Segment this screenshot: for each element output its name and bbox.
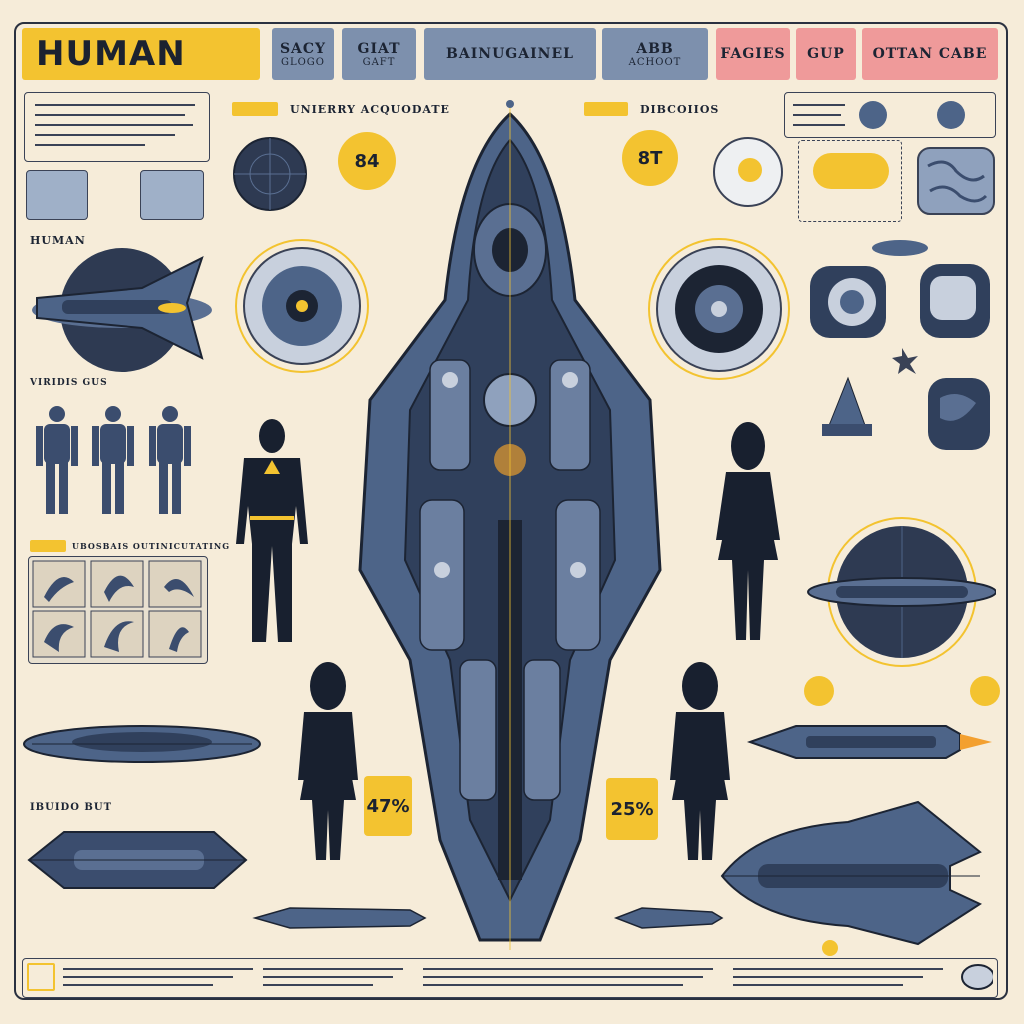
header-box-7-line1: GUP <box>807 46 845 62</box>
human-figures-row <box>36 406 191 514</box>
central-ship-cutaway <box>358 100 662 950</box>
percentage-badge-left: 47% <box>364 776 412 836</box>
specimen-grid <box>28 556 208 664</box>
footer-yellow-frame <box>27 963 55 991</box>
intro-text-lines <box>35 104 195 146</box>
header-box-2: SACY GLOGO <box>272 28 334 80</box>
callout-dot-bottom <box>822 940 838 956</box>
header-box-4-line1: BAINUGAINEL <box>446 46 574 62</box>
specimen-title: UBOSBAIS OUTINICUTATING <box>72 541 231 551</box>
right-heading: DIBCOIIOS <box>640 103 720 116</box>
sun-orb-illustration <box>713 137 783 207</box>
header-box-8: OTTAN CABE <box>862 28 998 80</box>
header-box-2-line2: GLOGO <box>280 56 325 68</box>
human-silhouette-male <box>236 419 308 642</box>
right-info-panel <box>798 140 902 222</box>
component-study-grid <box>810 240 990 450</box>
center-heading: UNIERRY ACQUODATE <box>290 103 450 116</box>
right-top-panel-content <box>793 101 965 129</box>
poster-title: HUMAN <box>36 34 186 74</box>
radar-dish-illustration <box>233 137 307 211</box>
right-top-panel <box>784 92 996 138</box>
header-box-3-line1: GIAT <box>357 40 401 57</box>
header-box-3-line2: GAFT <box>362 56 396 68</box>
specimen-grid-images <box>32 560 202 658</box>
engine-disc-left <box>235 239 369 373</box>
cruiser-ship-illustration <box>23 725 261 763</box>
engine-disc-right <box>648 238 790 380</box>
saucer-ship-illustration <box>32 248 212 372</box>
small-shuttle-right <box>613 907 724 929</box>
footer-text-columns <box>63 964 993 990</box>
shuttle-ship-illustration <box>252 907 427 929</box>
info-card-1 <box>26 170 88 220</box>
intro-text-panel <box>24 92 210 162</box>
header-box-3: GIAT GAFT <box>342 28 416 80</box>
right-info-highlight <box>813 153 889 189</box>
stat-bubble-left: 84 <box>338 132 396 190</box>
stat-bubble-right: 8T <box>622 130 678 186</box>
header-box-2-line1: SACY <box>279 40 327 57</box>
header-box-8-line1: OTTAN CABE <box>872 46 988 62</box>
frigate-ship-illustration <box>27 831 248 889</box>
batwing-ship-illustration <box>720 800 982 946</box>
right-heading-tag <box>584 102 628 116</box>
footer-bar <box>22 958 998 998</box>
percentage-badge-right: 25% <box>606 778 658 840</box>
figures-row-label: VIRIDIS GUS <box>30 378 108 388</box>
human-silhouette-female-right <box>716 422 780 640</box>
human-silhouette-female-left <box>298 662 358 860</box>
human-silhouette-female-lower-right <box>670 662 730 860</box>
header-box-7: GUP <box>796 28 856 80</box>
ship-section-label: IBUIDO BUT <box>30 802 113 813</box>
info-card-2 <box>140 170 204 220</box>
header-box-4: BAINUGAINEL <box>424 28 596 80</box>
organic-texture-sample <box>917 147 995 215</box>
callout-dot-right <box>970 676 1000 706</box>
header-box-5: ABB ACHOOT <box>602 28 708 80</box>
header-box-6-line1: FAGIES <box>720 46 786 62</box>
header-box-6: FAGIES <box>716 28 790 80</box>
poster-frame <box>14 22 1008 1000</box>
center-heading-tag <box>232 102 278 116</box>
header-box-5-line2: ACHOOT <box>628 56 682 68</box>
specimen-tag <box>30 540 66 552</box>
left-section-label: HUMAN <box>30 234 86 247</box>
title-banner: HUMAN <box>22 28 260 80</box>
header-box-5-line1: ABB <box>636 40 674 57</box>
destroyer-ship-illustration <box>746 725 992 759</box>
callout-dot-left <box>804 676 834 706</box>
battle-station-illustration <box>807 517 996 667</box>
